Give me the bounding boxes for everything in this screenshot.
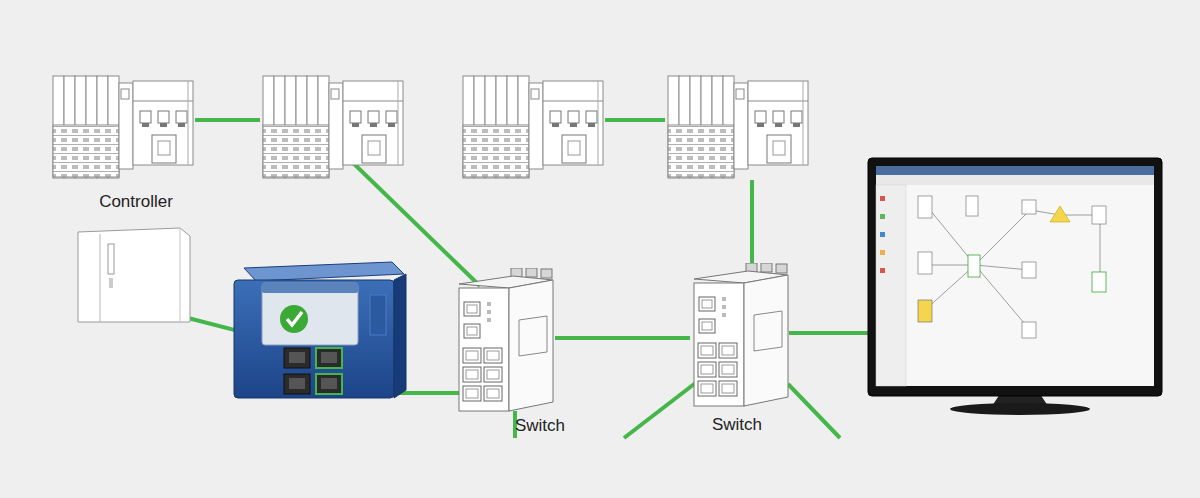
monitor <box>868 158 1162 415</box>
io-module <box>668 76 808 178</box>
io-module <box>53 76 193 178</box>
device-caption: Controller <box>60 192 212 212</box>
device-label: Switch <box>490 416 590 436</box>
switch-node: Switch <box>690 263 790 408</box>
plc-controller <box>78 228 190 322</box>
switch-device <box>694 263 788 406</box>
device-label: Switch <box>687 415 787 435</box>
diagnostic-device <box>234 262 406 398</box>
io-module <box>263 76 403 178</box>
io-module <box>463 76 603 178</box>
switch-device <box>459 268 553 411</box>
network-link <box>555 336 690 340</box>
switch-node: Switch <box>455 268 555 413</box>
